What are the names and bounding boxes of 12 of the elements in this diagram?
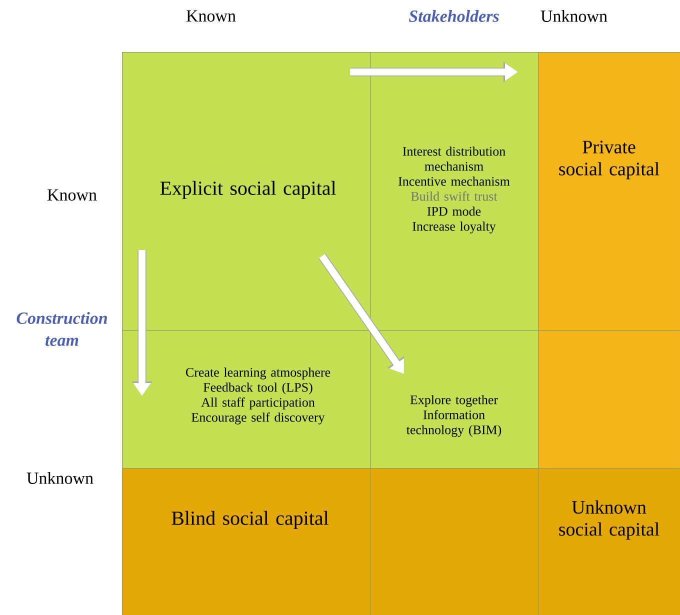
node-label: Blind social capital xyxy=(172,510,328,530)
matrix-cell: Blind social capital xyxy=(122,468,371,615)
matrix-cell: Create learning atmosphere Feedback tool (LPS) All staff participation Encourage self discovery xyxy=(122,330,371,469)
axis-label: Unknown xyxy=(26,472,94,484)
axis-label: Unknown xyxy=(540,10,608,22)
matrix-cell: Explore together Information technology (BIM) xyxy=(370,330,539,469)
axis-label: Known xyxy=(186,10,236,22)
axis-label: Stakeholders xyxy=(408,10,499,22)
matrix-cell: Unknown social capital xyxy=(538,468,680,615)
axis-label: Known xyxy=(47,189,97,201)
axis-label: Construction team xyxy=(16,312,107,346)
node-label: Private social capital xyxy=(559,140,660,180)
